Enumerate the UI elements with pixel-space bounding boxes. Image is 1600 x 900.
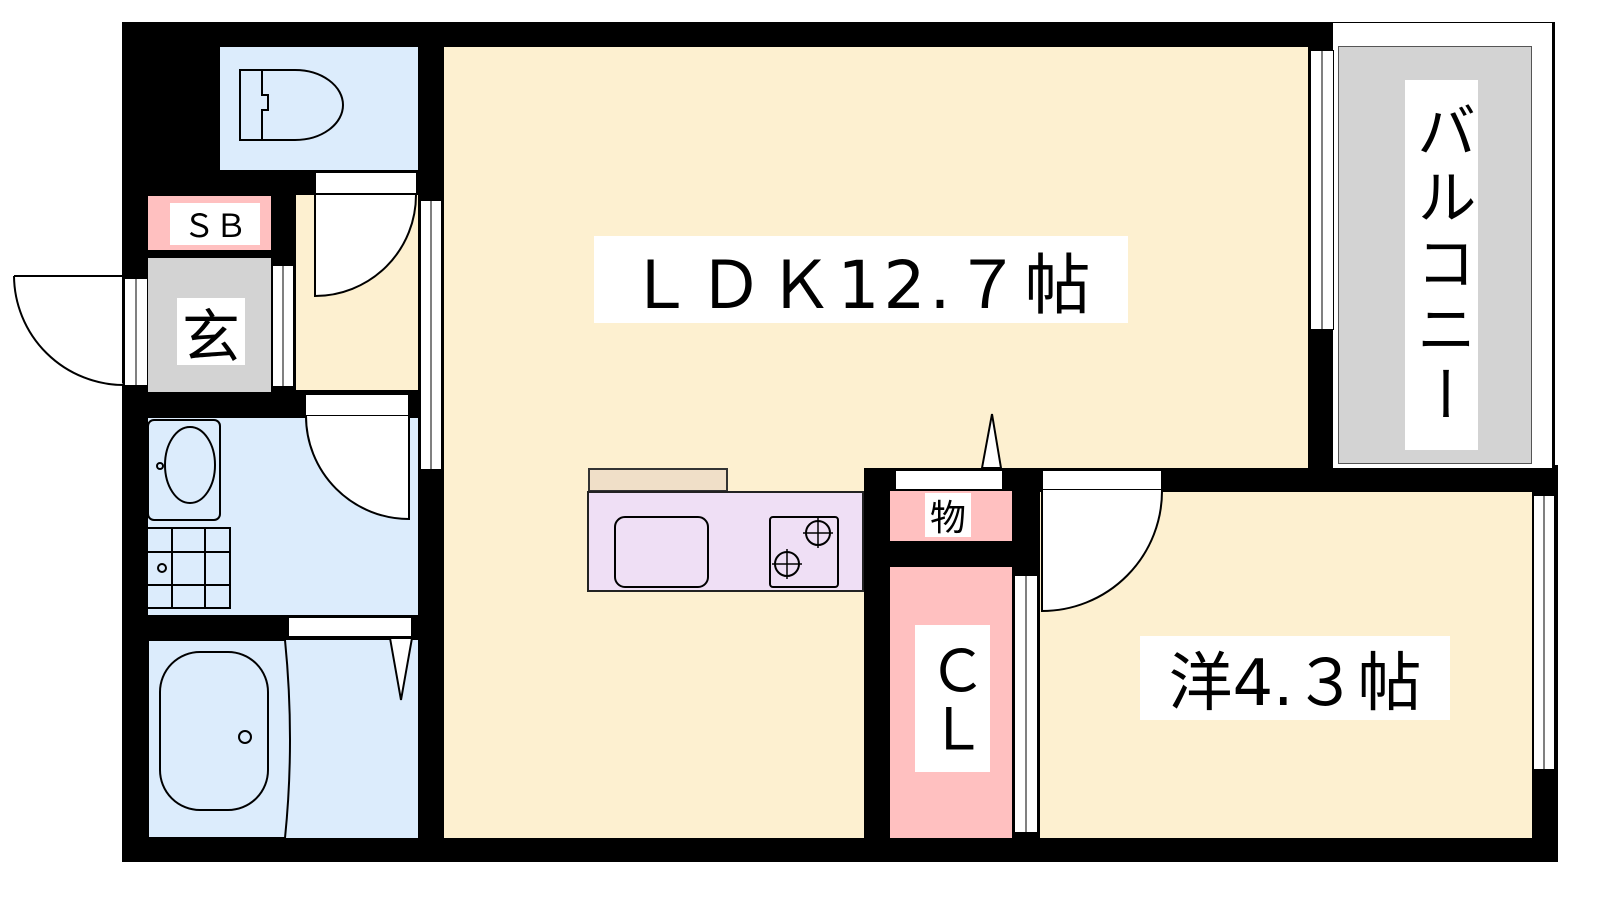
balcony-label: バルコニー (1405, 80, 1478, 450)
ldk-label: ＬＤＫ12.７帖 (594, 236, 1128, 324)
bath-door-frame (288, 617, 412, 637)
toilet-door-frame (315, 172, 417, 194)
closet-label: ＣＬ (915, 625, 990, 772)
washroom (148, 418, 418, 615)
window-western-east (1533, 495, 1555, 770)
hall-opening (272, 265, 294, 387)
western-door-frame (1042, 470, 1162, 490)
storage-label: 物 (925, 493, 971, 539)
window-ldk-west (420, 200, 442, 470)
storage-door-frame (895, 470, 1003, 490)
shoe-box-label: ＳＢ (170, 203, 260, 245)
window-closet (1014, 575, 1038, 833)
western-room-label: 洋4.３帖 (1140, 636, 1450, 721)
window-ldk-east (1310, 50, 1334, 330)
kitchen-counter (588, 468, 728, 492)
toilet-room (220, 47, 418, 170)
hallway (296, 195, 418, 390)
wash-door-frame (305, 394, 409, 416)
entrance-door-swing-icon (13, 275, 125, 386)
kitchen (587, 491, 864, 592)
bathroom (148, 640, 418, 838)
entrance-label: 玄 (177, 298, 245, 371)
entrance-door-opening (124, 278, 148, 386)
